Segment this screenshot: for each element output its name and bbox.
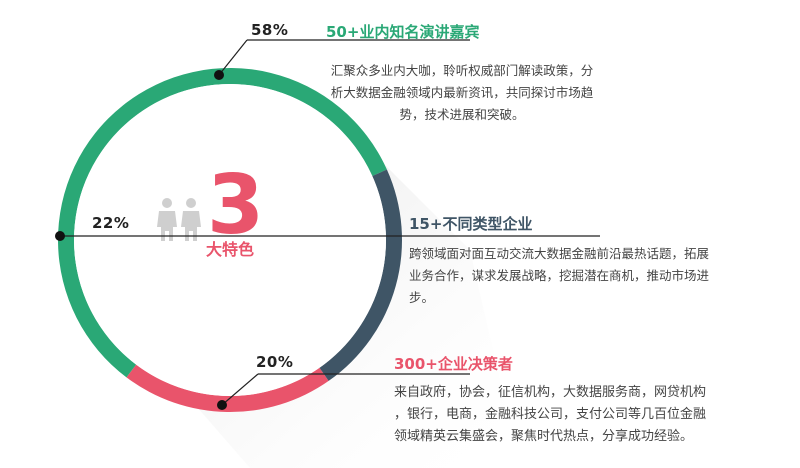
item-desc-decision-makers: 来自政府，协会，征信机构，大数据服务商，网贷机构 ，银行，电商，金融科技公司，支… bbox=[394, 382, 764, 448]
center-number: 3 bbox=[207, 158, 265, 253]
connector-slate bbox=[55, 231, 600, 241]
item-desc-speakers: 汇聚众多业内大咖，聆听权威部门解读政策，分 析大数据金融领域内最新资讯，共同探讨… bbox=[312, 60, 612, 126]
donut-ring bbox=[58, 68, 403, 412]
item-desc-enterprises: 跨领域面对面互动交流大数据金融前沿最热话题，拓展 业务合作，谋求发展战略，挖掘潜… bbox=[409, 243, 749, 309]
desc-line: ，银行，电商，金融科技公司，支付公司等几百位金融 bbox=[394, 407, 707, 422]
desc-line: 步。 bbox=[409, 290, 435, 305]
desc-line: 析大数据金融领域内最新资讯，共同探讨市场趋 bbox=[330, 85, 594, 100]
people-icon bbox=[157, 198, 201, 241]
item-title-enterprises: 15+不同类型企业 bbox=[409, 215, 533, 233]
desc-line: 汇聚众多业内大咖，聆听权威部门解读政策，分 bbox=[330, 63, 594, 78]
percent-label-red: 20% bbox=[256, 353, 294, 371]
item-title-speakers: 50+业内知名演讲嘉宾 bbox=[326, 23, 480, 41]
ring-slice-decision-makers bbox=[126, 364, 329, 412]
desc-line: 业务合作，谋求发展战略，挖掘潜在商机，推动市场进 bbox=[409, 268, 710, 283]
ring-slice-enterprises bbox=[319, 169, 403, 381]
desc-line: 跨领域面对面互动交流大数据金融前沿最热话题，拓展 bbox=[409, 246, 710, 261]
item-title-decision-makers: 300+企业决策者 bbox=[394, 355, 513, 373]
desc-line: 来自政府，协会，征信机构，大数据服务商，网贷机构 bbox=[394, 385, 707, 400]
percent-label-slate: 22% bbox=[92, 214, 130, 232]
desc-line: 势，技术进展和突破。 bbox=[399, 107, 525, 122]
desc-line: 领域精英云集盛会，聚焦时代热点，分享成功经验。 bbox=[394, 429, 694, 444]
center-caption: 大特色 bbox=[206, 240, 255, 259]
connector-red bbox=[217, 373, 470, 410]
connector-green bbox=[214, 39, 470, 80]
ring-inner-face bbox=[74, 84, 386, 396]
percent-label-green: 58% bbox=[251, 21, 289, 39]
